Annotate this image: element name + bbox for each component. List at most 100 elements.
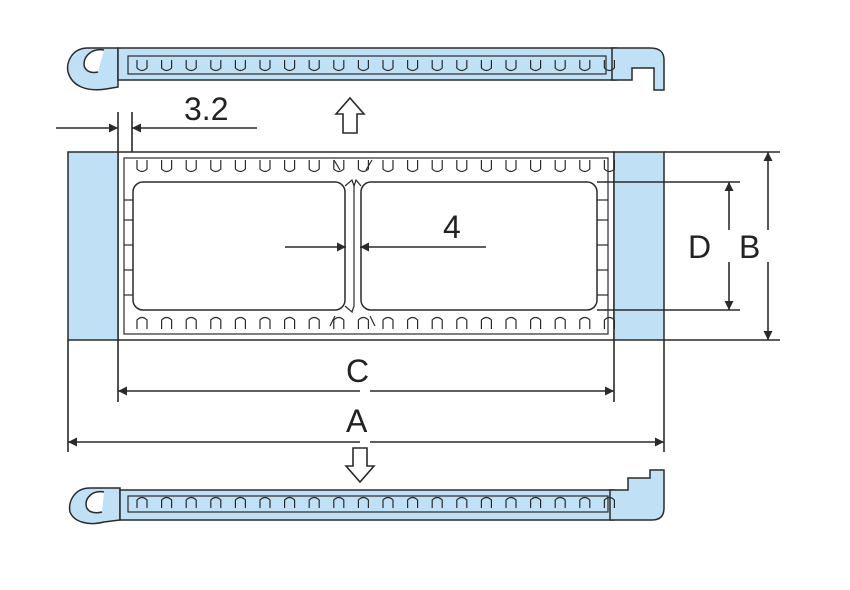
arrow-down-outline-icon	[344, 447, 376, 484]
tooth	[603, 316, 615, 329]
tooth	[234, 496, 246, 508]
tooth	[603, 60, 615, 72]
tooth	[407, 496, 419, 508]
arrow-up-outline-icon	[334, 96, 366, 134]
tooth	[357, 60, 369, 72]
tooth	[554, 160, 566, 173]
top-crossbar-inner-strip	[127, 55, 607, 75]
left-compartment	[132, 181, 346, 311]
tooth	[284, 496, 296, 508]
tooth	[333, 60, 345, 72]
tooth	[136, 316, 148, 329]
top-crossbar-hook-notch	[83, 48, 105, 74]
top-crossbar	[66, 47, 665, 91]
right-compartment	[360, 181, 598, 311]
tooth	[554, 316, 566, 329]
tooth	[407, 160, 419, 173]
tooth	[259, 160, 271, 173]
top-crossbar-teeth	[136, 60, 615, 72]
dimension-outer-height: B	[664, 151, 780, 341]
bottom-crossbar-bar	[119, 489, 615, 521]
dim-wall-label: 3.2	[184, 91, 228, 127]
tooth	[308, 60, 320, 72]
tooth	[161, 316, 173, 329]
bottom-crossbar-right-clip	[609, 469, 665, 521]
tooth	[185, 496, 197, 508]
bottom-crossbar-teeth	[136, 496, 615, 508]
tooth	[530, 316, 542, 329]
tooth	[185, 60, 197, 72]
frame-top-teeth	[136, 160, 615, 173]
tooth	[603, 496, 615, 508]
tooth	[505, 160, 517, 173]
tooth	[234, 60, 246, 72]
tooth	[333, 496, 345, 508]
tooth	[259, 60, 271, 72]
tooth	[210, 316, 222, 329]
tooth	[357, 496, 369, 508]
tooth	[530, 496, 542, 508]
tooth	[259, 496, 271, 508]
dim-c-label: C	[346, 353, 369, 389]
tooth	[505, 496, 517, 508]
dimension-outer-width: A	[67, 340, 665, 452]
top-crossbar-right-clip	[611, 47, 665, 91]
tooth	[234, 160, 246, 173]
bottom-crossbar-inner-strip	[127, 495, 609, 513]
tooth	[382, 60, 394, 72]
inner-frame-outline	[123, 157, 609, 335]
tooth	[431, 160, 443, 173]
tooth	[456, 496, 468, 508]
tooth	[284, 60, 296, 72]
tooth	[357, 160, 369, 173]
tooth	[554, 496, 566, 508]
divider-feet	[329, 159, 376, 327]
tooth	[579, 316, 591, 329]
tooth	[480, 496, 492, 508]
tooth	[480, 160, 492, 173]
tooth	[382, 496, 394, 508]
tooth	[185, 316, 197, 329]
divider-left-edge	[344, 178, 355, 314]
tooth	[284, 316, 296, 329]
tooth	[505, 60, 517, 72]
dim-b-label: B	[739, 229, 760, 265]
tooth	[161, 160, 173, 173]
right-side-plate	[613, 151, 665, 341]
tooth	[505, 316, 517, 329]
dim-divider-label: 4	[443, 209, 461, 245]
tooth	[530, 160, 542, 173]
tooth	[234, 316, 246, 329]
dimension-divider-width: 4	[285, 209, 486, 252]
tooth	[530, 60, 542, 72]
chain-link-assembly	[67, 151, 665, 341]
tooth	[308, 496, 320, 508]
tooth	[136, 496, 148, 508]
tooth	[357, 316, 369, 329]
tooth	[136, 160, 148, 173]
top-crossbar-bar	[117, 47, 617, 81]
tooth	[284, 160, 296, 173]
divider-right-edge	[353, 178, 362, 187]
dimension-inner-height: D	[597, 181, 740, 311]
frame-bottom-teeth	[136, 316, 615, 329]
tooth	[407, 60, 419, 72]
tooth	[161, 60, 173, 72]
tooth	[431, 316, 443, 329]
tooth	[333, 316, 345, 329]
tooth	[579, 496, 591, 508]
tooth	[210, 160, 222, 173]
tooth	[554, 60, 566, 72]
frame-side-notches	[124, 199, 608, 296]
tooth	[431, 496, 443, 508]
left-side-plate	[67, 151, 119, 341]
tooth	[259, 316, 271, 329]
tooth	[308, 316, 320, 329]
tooth	[308, 160, 320, 173]
dim-a-label: A	[346, 403, 368, 439]
tooth	[210, 60, 222, 72]
dimension-wall-thickness: 3.2	[56, 91, 257, 152]
tooth	[579, 60, 591, 72]
